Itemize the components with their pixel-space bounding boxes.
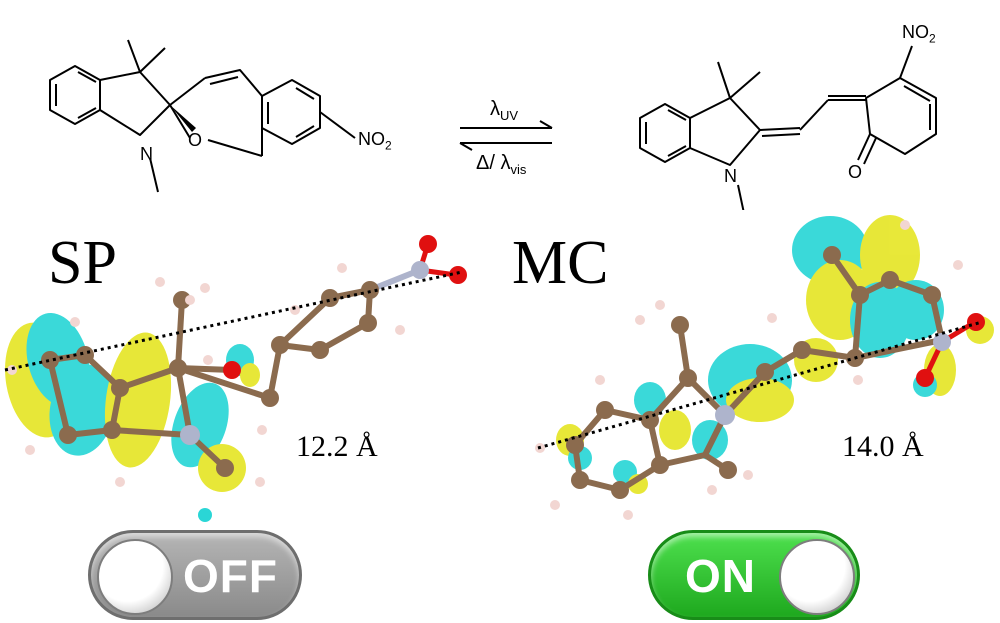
mc-hydrogen-atom — [853, 375, 863, 385]
mc-nitrogen-atom — [933, 333, 951, 351]
sp-carbon-atom — [169, 359, 187, 377]
sp-hydrogen-atom — [255, 477, 265, 487]
mc-hydrogen-atom — [655, 300, 665, 310]
forward-condition: λUV — [490, 98, 519, 123]
mc-carbon-atom — [651, 456, 669, 474]
mc-no2-label: NO2 — [902, 22, 936, 46]
mc-hydrogen-atom — [707, 485, 717, 495]
mc-orbital-lobe — [659, 410, 691, 450]
sp-distance: 12.2 Å — [296, 430, 378, 463]
mc-hydrogen-atom — [743, 470, 753, 480]
sp-hydrogen-atom — [70, 317, 80, 327]
sp-orbital-lobe — [104, 332, 172, 468]
sp-hydrogen-atom — [155, 277, 165, 287]
mc-hydrogen-atom — [595, 375, 605, 385]
mc-o-label: O — [848, 162, 863, 182]
sp-hydrogen-atom — [337, 263, 347, 273]
mc-carbon-atom — [596, 401, 614, 419]
mc-orbital-lobe — [726, 378, 794, 422]
mc-molecule-model — [535, 215, 994, 520]
mc-oxygen-atom — [916, 369, 934, 387]
sp-carbon-atom — [41, 351, 59, 369]
sp-five-ring — [99, 71, 171, 136]
sp-molecule-model — [4, 235, 467, 522]
off-switch-knob[interactable] — [97, 539, 173, 615]
mc-carbon-atom — [923, 286, 941, 304]
mc-carbon-atom — [571, 471, 589, 489]
mc-distance: 14.0 Å — [842, 430, 924, 463]
equilibrium-arrows — [459, 120, 553, 151]
sp-oxygen-atom — [449, 266, 467, 284]
on-switch-label: ON — [685, 550, 756, 602]
sp-carbon-atom — [59, 426, 77, 444]
mc-panel-label: MC — [512, 229, 609, 297]
mc-hydrogen-atom — [900, 220, 910, 230]
mc-oxygen-atom — [967, 313, 985, 331]
sp-hydrogen-atom — [185, 295, 195, 305]
sp-hydrogen-atom — [200, 283, 210, 293]
sp-oxygen-atom — [223, 361, 241, 379]
sp-o-label: O — [188, 130, 203, 150]
sp-indoline-benzene — [49, 65, 101, 125]
mc-carbon-atom — [679, 369, 697, 387]
reverse-condition: Δ/ λvis — [476, 152, 527, 177]
mc-carbon-atom — [793, 341, 811, 359]
on-switch-knob[interactable] — [779, 539, 855, 615]
off-switch-label: OFF — [183, 550, 278, 602]
sp-carbon-atom — [216, 459, 234, 477]
mc-carbon-atom — [756, 363, 774, 381]
sp-no2-label: NO2 — [358, 129, 392, 153]
mc-carbon-atom — [823, 246, 841, 264]
sp-carbon-atom — [321, 289, 339, 307]
sp-carbon-atom — [271, 336, 289, 354]
mc-carbon-atom — [671, 316, 689, 334]
sp-nitrogen-atom — [411, 261, 429, 279]
mc-orbital-lobe — [860, 215, 920, 295]
mc-nitrogen-atom — [715, 405, 735, 425]
sp-carbon-atom — [76, 346, 94, 364]
sp-hydrogen-atom — [203, 355, 213, 365]
mc-carbon-atom — [566, 436, 584, 454]
sp-hydrogen-atom — [115, 477, 125, 487]
sp-nitrogen-atom — [180, 425, 200, 445]
off-switch[interactable]: OFF — [88, 530, 302, 620]
mc-hydrogen-atom — [623, 510, 633, 520]
mc-carbon-atom — [641, 411, 659, 429]
mc-hydrogen-atom — [635, 315, 645, 325]
sp-n-label: N — [140, 144, 153, 164]
sp-carbon-atom — [311, 341, 329, 359]
sp-distance-line — [4, 270, 463, 372]
mc-hydrogen-atom — [550, 500, 560, 510]
sp-carbon-atom — [173, 291, 191, 309]
sp-panel-label: SP — [48, 229, 117, 297]
mc-hydrogen-atom — [953, 260, 963, 270]
sp-orbital-lobe — [240, 363, 260, 387]
sp-oxygen-atom — [419, 235, 437, 253]
mc-carbon-atom — [881, 271, 899, 289]
sp-carbon-atom — [361, 281, 379, 299]
on-switch[interactable]: ON — [648, 530, 860, 620]
reaction-scheme — [49, 39, 937, 210]
sp-carbon-atom — [111, 379, 129, 397]
sp-carbon-atom — [261, 389, 279, 407]
sp-carbon-atom — [103, 421, 121, 439]
mc-indoline-benzene — [639, 103, 691, 163]
sp-hydrogen-atom — [395, 325, 405, 335]
sp-hydrogen-atom — [7, 365, 17, 375]
sp-hydrogen-atom — [25, 445, 35, 455]
mc-carbon-atom — [611, 481, 629, 499]
sp-carbon-atom — [359, 314, 377, 332]
mc-carbon-atom — [851, 286, 869, 304]
mc-hydrogen-atom — [767, 313, 777, 323]
mc-carbon-atom — [719, 461, 737, 479]
mc-n-label: N — [724, 166, 737, 186]
sp-hydrogen-atom — [257, 425, 267, 435]
